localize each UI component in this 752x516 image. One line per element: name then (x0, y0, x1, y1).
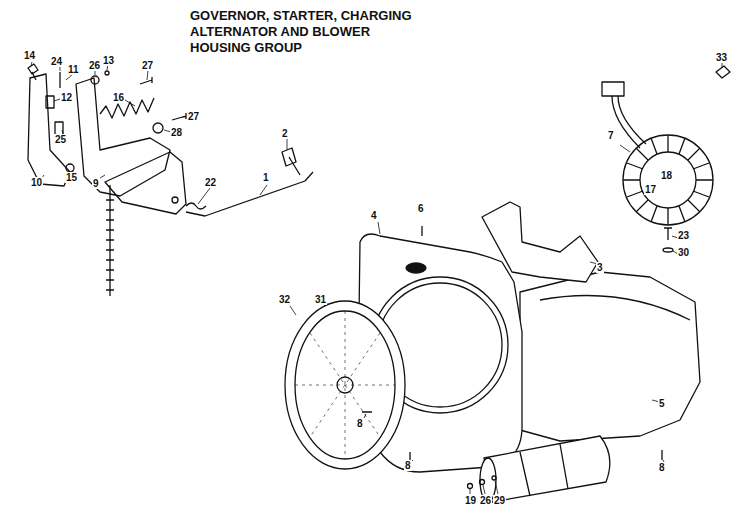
drawing-line (602, 82, 624, 96)
screen-pattern (295, 311, 395, 459)
starter-motor (484, 436, 610, 502)
callout-number: 5 (658, 398, 666, 409)
callout-number: 30 (677, 247, 690, 258)
callout-number: 2 (281, 128, 289, 139)
drawing-line (716, 66, 730, 78)
leader-lines (31, 62, 287, 204)
callout-number: 11 (67, 64, 80, 75)
governor-plate (76, 78, 170, 196)
back-shroud (520, 272, 700, 441)
drawing-line (182, 117, 186, 118)
callout-number: 7 (607, 130, 615, 141)
callout-number: 28 (170, 127, 183, 138)
lever-hole (172, 197, 178, 203)
screen-hub (337, 377, 353, 393)
callout-number: 15 (65, 172, 78, 183)
diagram-title: GOVERNOR, STARTER, CHARGING ALTERNATOR A… (190, 8, 420, 56)
drawing-line (290, 306, 296, 315)
governor-lever (105, 152, 186, 214)
washer (153, 123, 163, 133)
drawing-line (623, 135, 713, 225)
callout-number: 17 (644, 184, 657, 195)
lever-arm (282, 148, 300, 175)
callout-number: 18 (660, 170, 673, 181)
drawing-line (100, 175, 105, 178)
drawing-line (640, 152, 696, 208)
callout-number: 25 (54, 134, 67, 145)
drawing-line (147, 70, 148, 80)
screw (28, 64, 38, 80)
washer (105, 71, 109, 75)
callout-number: 10 (30, 177, 43, 188)
screw (172, 113, 186, 120)
washer (480, 480, 485, 485)
leader-lines (620, 62, 722, 190)
drawing-line (31, 62, 32, 66)
drawing-line (495, 481, 498, 494)
rotating-screen (295, 311, 395, 459)
washer (492, 476, 496, 480)
callout-number: 1 (262, 172, 270, 183)
governor-plate (28, 74, 70, 186)
screw (140, 77, 152, 84)
callout-number: 16 (112, 92, 125, 103)
callout-number: 27 (141, 60, 154, 71)
drawing-line (198, 188, 210, 204)
callout-number: 26 (479, 495, 492, 506)
drawing-line (612, 96, 640, 148)
callout-number: 8 (356, 418, 364, 429)
drawing-line (378, 222, 380, 234)
stud (59, 72, 60, 88)
governor-spring (100, 98, 154, 118)
screw (468, 484, 473, 489)
callout-number: 26 (88, 60, 101, 71)
drawing-line (364, 414, 366, 418)
callout-number: 19 (464, 495, 477, 506)
drawing-line (260, 185, 267, 195)
callout-number: 9 (92, 178, 100, 189)
leader-lines (290, 222, 678, 494)
callout-number: 8 (404, 460, 412, 471)
starter-band (520, 444, 568, 496)
callout-number: 24 (50, 56, 63, 67)
link-spring (186, 203, 206, 209)
callout-number: 13 (102, 55, 115, 66)
washer (663, 248, 673, 252)
governor-group (28, 64, 313, 296)
drawing-line (618, 96, 646, 144)
rotating-screen (285, 301, 405, 469)
nut (91, 76, 99, 84)
callout-number: 6 (417, 203, 425, 214)
drawing-line (287, 139, 288, 150)
drawing-line (620, 145, 630, 152)
callout-number: 27 (187, 111, 200, 122)
pin (46, 96, 54, 108)
callout-number: 31 (314, 294, 327, 305)
drawing-line (470, 489, 471, 494)
shroud-edge (540, 296, 690, 321)
alternator-stator (602, 66, 730, 225)
callout-number: 29 (493, 495, 506, 506)
callout-number: 3 (596, 262, 604, 273)
callout-number: 23 (677, 230, 690, 241)
housing-hole (406, 263, 426, 273)
rod-thread (106, 200, 114, 290)
callout-number: 14 (23, 50, 36, 61)
washer (66, 164, 74, 172)
drawing-line (623, 135, 713, 225)
callout-number: 32 (278, 294, 291, 305)
drawing-line (483, 485, 485, 494)
screw (664, 228, 672, 240)
callout-number: 33 (715, 52, 728, 63)
drawing-line (125, 100, 135, 106)
screw (421, 226, 422, 236)
callout-number: 12 (60, 92, 73, 103)
callout-number: 22 (204, 177, 217, 188)
callout-number: 4 (370, 210, 378, 221)
link-rod (186, 172, 313, 216)
callout-number: 8 (658, 462, 666, 473)
